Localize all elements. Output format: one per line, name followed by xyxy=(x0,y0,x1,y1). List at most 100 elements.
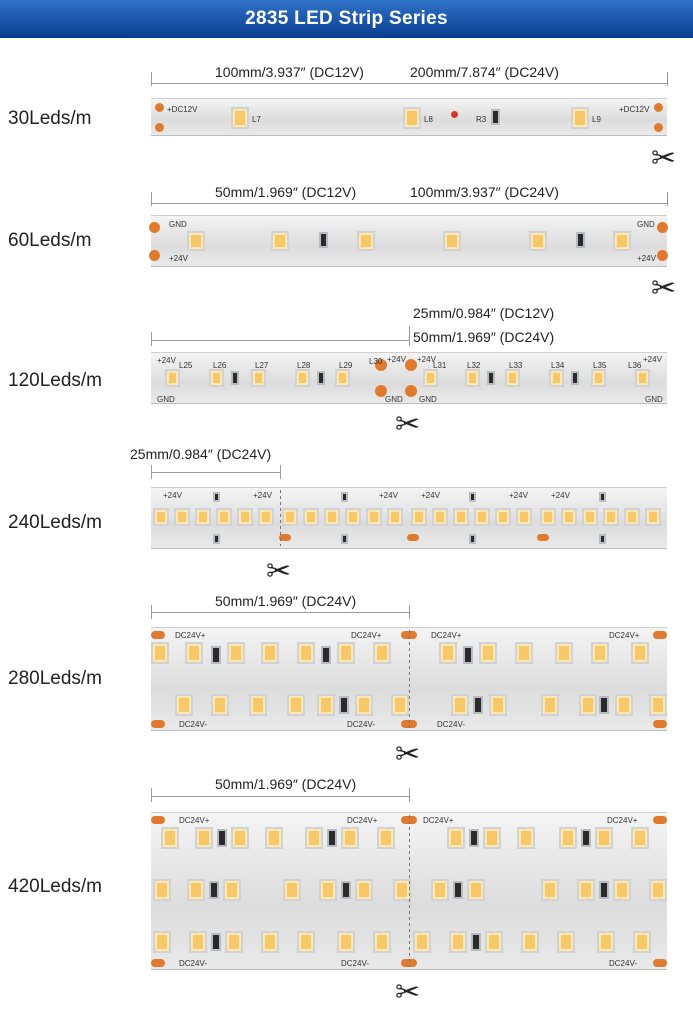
led-chip xyxy=(489,694,507,716)
row-label-280: 280Leds/m xyxy=(8,668,103,689)
led-chip xyxy=(174,508,190,526)
resistor xyxy=(211,933,221,951)
led-chip xyxy=(341,827,359,849)
dim-rule xyxy=(151,203,667,204)
led-chip xyxy=(505,369,520,387)
row-label-240: 240Leds/m xyxy=(8,512,103,533)
led-chip xyxy=(451,694,469,716)
resistor xyxy=(576,232,585,248)
led-chip xyxy=(295,369,310,387)
dim-rule xyxy=(151,83,667,84)
solder-pad xyxy=(537,534,549,541)
silkscreen-label: +DC12V xyxy=(167,105,198,114)
solder-pad xyxy=(375,385,387,397)
solder-pad xyxy=(405,385,417,397)
row-label-30: 30Leds/m xyxy=(8,108,92,129)
led-chip xyxy=(189,931,207,953)
led-chip xyxy=(161,827,179,849)
resistor xyxy=(599,696,609,714)
led-chip xyxy=(403,107,421,129)
dim-rule xyxy=(151,472,280,473)
silkscreen-label: +24V xyxy=(379,491,398,500)
led-chip xyxy=(541,694,559,716)
silkscreen-label: +24V xyxy=(387,355,406,364)
led-chip xyxy=(216,508,232,526)
solder-pad xyxy=(654,123,663,132)
led-chip xyxy=(483,827,501,849)
led-chip xyxy=(633,931,651,953)
led-chip xyxy=(151,642,169,664)
row-label-420: 420Leds/m xyxy=(8,876,103,897)
led-chip xyxy=(467,879,485,901)
row-label-120: 120Leds/m xyxy=(8,370,103,391)
led-chip xyxy=(297,642,315,664)
resistor xyxy=(327,829,337,847)
silkscreen-label: DC24V+ xyxy=(179,816,210,825)
silkscreen-label: GND xyxy=(645,395,663,404)
led-chip xyxy=(337,931,355,953)
led-chip xyxy=(317,694,335,716)
led-chip xyxy=(271,231,289,251)
silkscreen-label: DC24V+ xyxy=(175,631,206,640)
resistor xyxy=(341,881,351,899)
solder-pad xyxy=(654,103,663,112)
dim-rule xyxy=(151,796,409,797)
dim-tick xyxy=(280,465,281,479)
led-chip xyxy=(153,931,171,953)
solder-pad xyxy=(653,720,667,728)
scissors-icon: ✂ xyxy=(651,272,677,305)
silkscreen-label: +24V xyxy=(551,491,570,500)
led-chip xyxy=(582,508,598,526)
dim-tick xyxy=(409,605,410,619)
dim-tick xyxy=(409,788,410,802)
led-chip xyxy=(516,508,532,526)
led-chip xyxy=(555,642,573,664)
silkscreen-label: L9 xyxy=(592,115,601,124)
resistor xyxy=(469,829,479,847)
led-chip xyxy=(265,827,283,849)
silkscreen-label: DC24V+ xyxy=(351,631,382,640)
led-chip xyxy=(319,879,337,901)
led-chip xyxy=(517,827,535,849)
led-chip xyxy=(249,694,267,716)
led-chip xyxy=(549,369,564,387)
led-chip xyxy=(258,508,274,526)
solder-pad xyxy=(657,222,668,233)
dim-label: 25mm/0.984″ (DC24V) xyxy=(130,446,272,462)
led-chip xyxy=(595,827,613,849)
solder-pad xyxy=(653,631,667,639)
cut-line xyxy=(409,630,410,728)
silkscreen-label: DC24V- xyxy=(347,720,376,729)
led-chip xyxy=(557,931,575,953)
scissors-icon: ✂ xyxy=(395,976,421,1009)
led-chip xyxy=(185,642,203,664)
led-chip xyxy=(165,369,180,387)
led-chip xyxy=(631,827,649,849)
led-chip xyxy=(624,508,640,526)
dim-tick xyxy=(151,788,152,802)
silkscreen-label: L25 xyxy=(179,361,193,370)
led-chip xyxy=(447,827,465,849)
led-chip xyxy=(571,107,589,129)
led-chip xyxy=(597,931,615,953)
led-strip-120: +24V L25 L26 L27 L28 L29 L30 +24V +24V L… xyxy=(151,352,667,404)
solder-pad xyxy=(151,959,165,967)
led-chip xyxy=(231,827,249,849)
page-title: 2835 LED Strip Series xyxy=(245,8,448,29)
row-label-60: 60Leds/m xyxy=(8,230,92,251)
led-chip xyxy=(631,642,649,664)
led-chip xyxy=(261,642,279,664)
resistor xyxy=(339,696,349,714)
led-chip xyxy=(153,879,171,901)
led-chip xyxy=(393,879,411,901)
silkscreen-label: R3 xyxy=(476,115,487,124)
solder-pad xyxy=(151,631,165,639)
dim-label: 200mm/7.874″ (DC24V) xyxy=(410,64,559,80)
led-chip xyxy=(153,508,169,526)
resistor xyxy=(209,881,219,899)
led-chip xyxy=(423,369,438,387)
led-chip xyxy=(324,508,340,526)
silkscreen-label: +24V xyxy=(421,491,440,500)
led-chip xyxy=(223,879,241,901)
led-strip-60: GND +24V GND +24V xyxy=(149,215,668,267)
